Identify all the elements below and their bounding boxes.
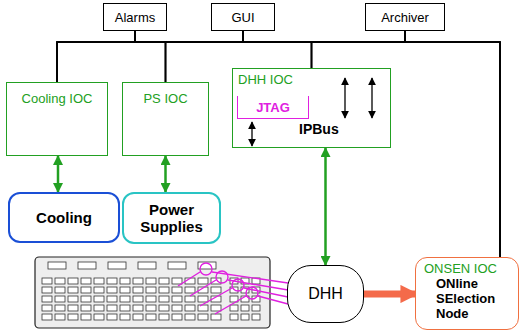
onsen-box: ONSEN IOCONline SElection Node — [415, 257, 519, 330]
node-label: DHH IOC — [238, 72, 390, 87]
control-link — [57, 156, 60, 192]
control-link — [324, 148, 327, 265]
node-label: Alarms — [115, 10, 155, 25]
control-link — [164, 156, 167, 192]
data-flow-arrow — [364, 291, 415, 298]
bus-line — [135, 31, 166, 82]
bus-line — [243, 31, 500, 257]
node-label: Cooling IOC — [22, 91, 93, 106]
dhh-box: DHH — [287, 265, 364, 323]
bus-line — [243, 31, 312, 68]
top-box: Archiver — [365, 3, 445, 31]
top-box: Alarms — [103, 3, 167, 31]
node-label: Power Supplies — [124, 201, 219, 235]
node-label: Cooling — [36, 209, 92, 226]
bus-line — [57, 31, 405, 82]
bus-line — [312, 31, 406, 68]
node-label: PS IOC — [143, 91, 187, 106]
hardware-box: Cooling — [8, 192, 120, 243]
bus-line — [135, 31, 312, 68]
node-subtext: ONline SElection Node — [424, 276, 514, 321]
ioc-box: DHH IOC IPBus JTAG — [232, 68, 391, 148]
ioc-box: PS IOC — [122, 82, 209, 156]
node-label: DHH — [308, 285, 343, 303]
node-label: JTAG — [256, 100, 290, 115]
optical-fibers — [178, 263, 288, 314]
node-label: GUI — [231, 10, 254, 25]
hardware-box: Power Supplies — [122, 192, 221, 244]
bus-line — [57, 31, 243, 82]
node-subtext: IPBus — [299, 121, 339, 137]
jtag-box: JTAG — [237, 96, 309, 119]
bus-line — [57, 31, 135, 82]
ioc-box: Cooling IOC — [6, 82, 108, 156]
node-label: ONSEN IOC — [424, 261, 514, 276]
ipbus-links — [252, 78, 372, 146]
top-box: GUI — [211, 3, 275, 31]
bus-line — [405, 31, 500, 257]
node-label: Archiver — [381, 10, 429, 25]
detector-illustration — [35, 257, 270, 328]
